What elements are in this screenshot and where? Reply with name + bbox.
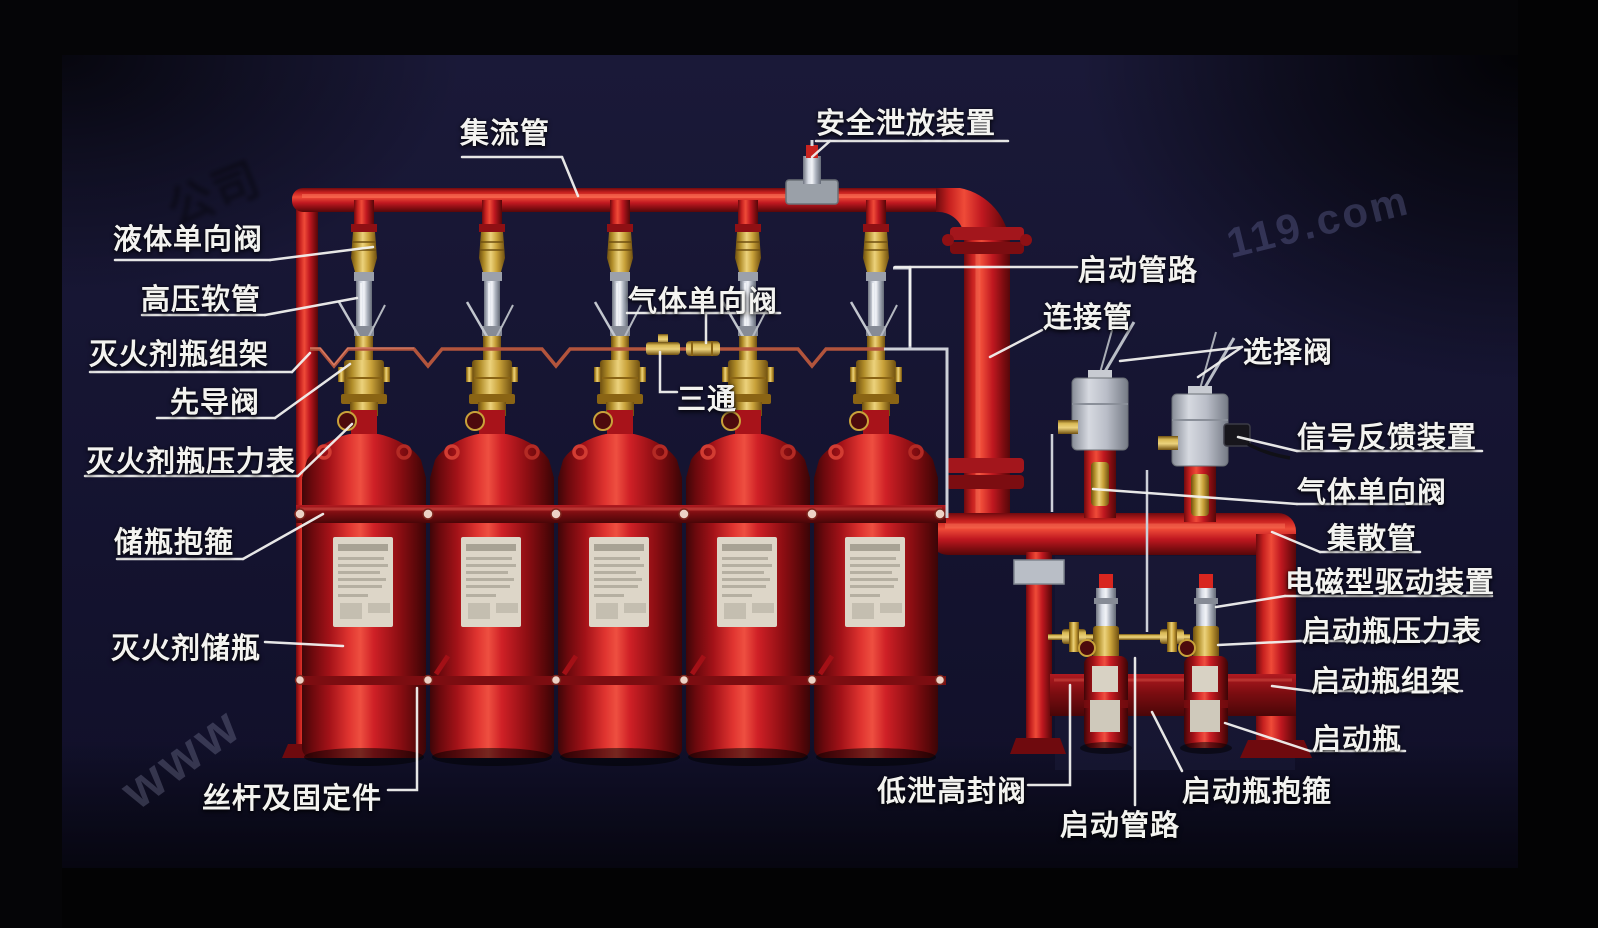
label-gas-check-valve-center: 气体单向阀 [628, 286, 779, 318]
flange-upper [950, 227, 1024, 240]
label-starter-bottle-rack: 启动瓶组架 [1311, 666, 1462, 698]
safety-release-device [785, 140, 839, 205]
starter-line-tee [1160, 622, 1184, 652]
frame-bar-bottom [0, 868, 1598, 928]
manifold-downcomer [942, 227, 1032, 530]
label-signal-feedback-device: 信号反馈装置 [1297, 422, 1478, 454]
label-start-pipeline-bottom: 启动管路 [1060, 810, 1181, 842]
label-screw-and-fixings: 丝杆及固定件 [202, 783, 383, 815]
label-liquid-check-valve: 液体单向阀 [113, 224, 264, 256]
tee-fitting [658, 334, 668, 344]
gas-check-valve-left-riser [1091, 462, 1109, 506]
label-starter-bottle-clamp: 启动瓶抱箍 [1182, 776, 1333, 808]
label-high-pressure-hose: 高压软管 [141, 284, 262, 316]
label-agent-storage-bottle: 灭火剂储瓶 [111, 633, 262, 665]
label-gas-check-valve-right: 气体单向阀 [1297, 477, 1448, 509]
label-agent-bottle-rack: 灭火剂瓶组架 [89, 339, 270, 371]
label-collector-pipe: 集流管 [460, 118, 551, 150]
leader-lines [83, 139, 1494, 807]
gas-check-valve-right-riser [1191, 474, 1209, 516]
label-starter-bottle-gauge: 启动瓶压力表 [1302, 616, 1483, 648]
label-agent-bottle-gauge: 灭火剂瓶压力表 [86, 446, 297, 478]
label-tee: 三通 [677, 384, 738, 416]
vignette-top-right [1080, 55, 1518, 385]
label-safety-release-device: 安全泄放装置 [816, 108, 997, 140]
label-solenoid-drive-device: 电磁型驱动装置 [1285, 567, 1496, 599]
starter-bottle-assembly [1013, 559, 1296, 755]
frame-bar-top [0, 0, 1598, 55]
signal-feedback-device [1223, 423, 1251, 447]
lower-clamp-bar [294, 654, 946, 686]
upper-clamp-bar [294, 505, 946, 523]
label-pilot-valve: 先导阀 [170, 387, 261, 419]
selector-valve-left [1058, 315, 1136, 518]
tee-fitting-body [646, 342, 680, 355]
flange-lower [946, 458, 1024, 473]
frame-bar-left [0, 0, 62, 928]
mounting-bracket [1013, 559, 1065, 585]
vignette-top-left [62, 55, 462, 295]
label-low-leak-valve: 低泄高封阀 [877, 776, 1028, 808]
label-bottle-clamp: 储瓶抱箍 [114, 527, 235, 559]
label-selector-valve: 选择阀 [1243, 337, 1334, 369]
label-distribution-manifold: 集散管 [1327, 523, 1418, 555]
frame-bar-right [1518, 0, 1598, 928]
low-leak-high-seal-valve [1062, 622, 1086, 652]
label-connecting-pipe: 连接管 [1043, 302, 1134, 334]
label-start-pipeline-top: 启动管路 [1078, 255, 1199, 287]
label-starter-bottle: 启动瓶 [1312, 724, 1403, 756]
pilot-line [310, 334, 884, 369]
